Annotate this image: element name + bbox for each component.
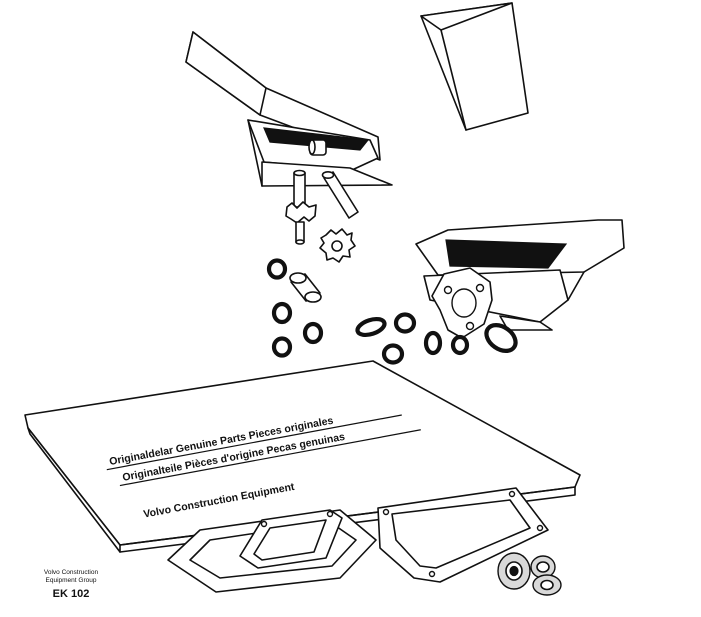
open-box-left	[185, 31, 393, 187]
figure-code: EK 102	[52, 588, 90, 600]
figure-caption: Volvo Construction Equipment Group EK 10…	[26, 569, 116, 601]
closed-box	[420, 2, 529, 131]
bearing-medium	[530, 555, 556, 579]
manual-rule	[106, 414, 402, 471]
roller-bearing-small	[308, 139, 327, 156]
company-line1: Volvo Construction	[43, 569, 99, 576]
cover-gasket-2	[239, 509, 343, 569]
bearing-small	[532, 574, 562, 596]
bushing	[289, 272, 322, 303]
spur-gear	[319, 228, 356, 263]
bearing-large	[497, 552, 531, 590]
company-line2: Equipment Group	[45, 577, 97, 584]
pin	[321, 171, 359, 219]
cover-gasket-3	[377, 487, 549, 583]
manual-rule	[119, 429, 421, 487]
ball-bearings	[497, 552, 562, 596]
oring-group-right	[355, 312, 518, 365]
flange-gasket	[431, 267, 493, 339]
gear-shaft	[285, 169, 317, 245]
washer-group-left	[266, 258, 324, 358]
